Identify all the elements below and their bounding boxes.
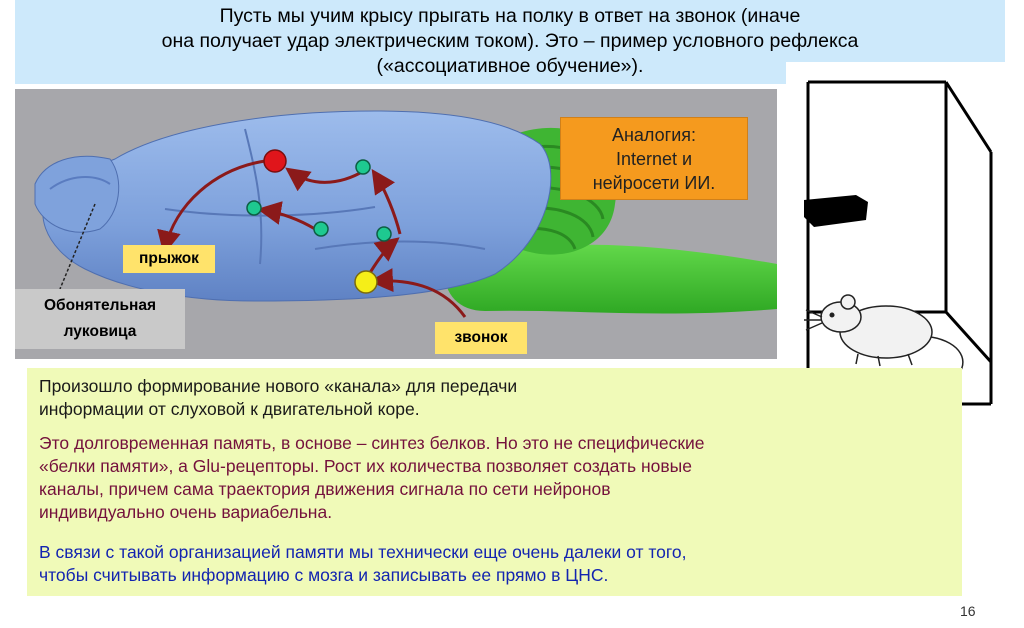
jump-label-text: прыжок xyxy=(139,250,199,267)
p3-line-2: чтобы считывать информацию с мозга и зап… xyxy=(39,565,608,585)
page-number: 16 xyxy=(960,603,976,619)
analogy-line-3: нейросети ИИ. xyxy=(593,173,716,193)
memory-paragraph: Это долговременная память, в основе – си… xyxy=(39,432,705,524)
p1-line-1: Произошло формирование нового «канала» д… xyxy=(39,376,517,396)
explanation-box: Произошло формирование нового «канала» д… xyxy=(27,368,962,596)
channel-paragraph: Произошло формирование нового «канала» д… xyxy=(39,375,517,421)
analogy-box: Аналогия: Internet и нейросети ИИ. xyxy=(560,117,748,200)
olfactory-label: Обонятельная луковица xyxy=(15,289,185,349)
p1-line-2: информации от слуховой к двигательной ко… xyxy=(39,399,420,419)
shelf xyxy=(804,195,868,227)
p2-line-2: «белки памяти», а Glu-рецепторы. Рост их… xyxy=(39,456,692,476)
olfactory-label-line-1: Обонятельная xyxy=(44,297,156,314)
p2-line-1: Это долговременная память, в основе – си… xyxy=(39,433,705,453)
p3-line-1: В связи с такой организацией памяти мы т… xyxy=(39,542,686,562)
olfactory-label-line-2: луковица xyxy=(64,323,137,340)
auditory-node xyxy=(355,271,377,293)
cortex xyxy=(43,111,551,301)
title-line-1: Пусть мы учим крысу прыгать на полку в о… xyxy=(220,5,801,27)
olfactory-bulb xyxy=(35,156,119,232)
relay-node-2 xyxy=(247,201,261,215)
bell-label: звонок xyxy=(435,322,527,354)
p2-line-3: каналы, причем сама траектория движения … xyxy=(39,479,611,499)
bell-label-text: звонок xyxy=(454,329,507,346)
rat-icon xyxy=(804,295,963,377)
analogy-line-2: Internet и xyxy=(616,149,692,169)
technology-paragraph: В связи с такой организацией памяти мы т… xyxy=(39,541,686,587)
motor-node xyxy=(264,150,286,172)
p2-line-4: индивидуально очень вариабельна. xyxy=(39,502,332,522)
title-line-3: («ассоциативное обучение»). xyxy=(377,55,644,77)
title-line-2: она получает удар электрическим током). … xyxy=(162,30,859,52)
relay-node-3 xyxy=(314,222,328,236)
relay-node-4 xyxy=(377,227,391,241)
analogy-line-1: Аналогия: xyxy=(612,125,696,145)
jump-label: прыжок xyxy=(123,245,215,273)
relay-node-1 xyxy=(356,160,370,174)
